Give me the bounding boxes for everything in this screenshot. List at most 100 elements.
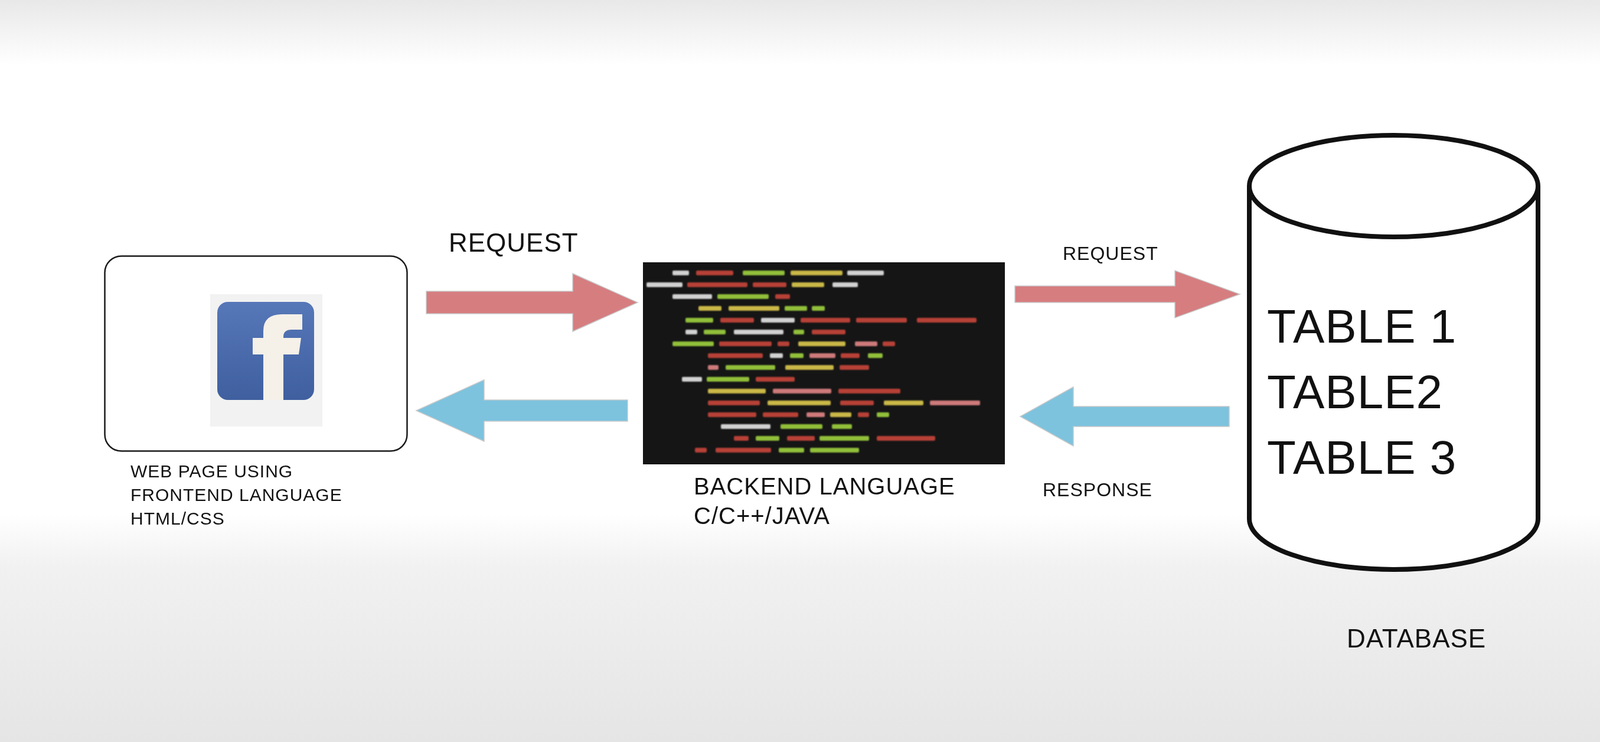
code-line — [728, 305, 780, 311]
code-line — [806, 412, 825, 417]
table-name: TABLE2 — [1267, 358, 1443, 425]
code-line — [715, 447, 772, 453]
code-line — [646, 282, 683, 287]
arrow-label: REQUEST — [1062, 242, 1159, 265]
code-line — [784, 305, 808, 311]
code-line — [687, 282, 748, 287]
code-line — [685, 317, 714, 323]
facebook-logo — [210, 294, 323, 427]
code-line — [791, 282, 825, 287]
code-line — [876, 435, 936, 441]
code-line — [811, 329, 846, 335]
code-line — [777, 341, 790, 346]
code-line — [787, 435, 815, 441]
code-line — [778, 447, 805, 453]
code-line — [755, 376, 795, 382]
code-line — [767, 400, 831, 406]
code-line — [867, 353, 883, 358]
code-line — [831, 423, 852, 429]
code-line — [929, 400, 981, 406]
table-name: TABLE 1 — [1267, 293, 1457, 359]
code-line — [703, 329, 726, 335]
code-line — [830, 412, 852, 417]
block-arrow — [416, 379, 628, 442]
code-line — [681, 376, 702, 382]
code-line — [839, 364, 870, 370]
code-line — [761, 317, 795, 323]
code-line — [809, 353, 836, 358]
node-caption: DATABASE — [1346, 622, 1542, 654]
logo-square — [217, 301, 315, 400]
code-line — [840, 353, 860, 358]
code-line — [810, 447, 860, 453]
code-line — [769, 353, 783, 358]
code-line — [789, 353, 804, 358]
node-caption: BACKEND LANGUAGE C/C++/JAVA — [693, 471, 989, 531]
code-line — [785, 364, 834, 370]
code-line — [672, 270, 690, 276]
cylinder-top — [1249, 135, 1539, 237]
node-caption: WEB PAGE USING FRONTEND LANGUAGE HTML/CS… — [130, 459, 355, 531]
code-line — [742, 270, 785, 276]
code-line — [876, 412, 890, 417]
code-line — [916, 317, 977, 323]
code-line — [762, 412, 799, 417]
code-line — [800, 317, 851, 323]
code-line — [882, 341, 896, 346]
code-screenshot — [642, 262, 1005, 465]
code-line — [883, 400, 924, 406]
code-line — [798, 341, 846, 346]
code-line — [717, 294, 769, 299]
block-arrow — [426, 273, 638, 332]
node-outline — [103, 255, 408, 452]
arrow-label: REQUEST — [448, 226, 579, 259]
code-line — [832, 282, 858, 287]
table-name: TABLE 3 — [1267, 424, 1457, 491]
code-line — [685, 329, 698, 335]
code-line — [780, 423, 823, 429]
arrow-label: RESPONSE — [1042, 478, 1153, 501]
code-line — [840, 400, 874, 406]
code-line — [706, 376, 750, 382]
block-arrow — [1020, 386, 1230, 446]
code-line — [707, 364, 719, 370]
cylinder-body — [1249, 185, 1539, 570]
code-line — [775, 294, 790, 299]
code-line — [720, 317, 754, 323]
code-line — [707, 400, 760, 406]
code-line — [819, 435, 870, 441]
code-line — [752, 282, 787, 287]
code-line — [694, 447, 707, 453]
backend-box: BACKEND LANGUAGE C/C++/JAVA — [642, 262, 1005, 465]
code-line — [733, 435, 749, 441]
code-line — [854, 341, 878, 346]
code-line — [793, 329, 805, 335]
code-lines — [646, 270, 981, 453]
code-line — [733, 329, 784, 335]
logo-backdrop — [210, 294, 323, 427]
node-outline — [642, 262, 1005, 465]
rounded-border — [105, 256, 408, 452]
code-line — [755, 435, 780, 441]
code-line — [790, 270, 843, 276]
code-line — [707, 388, 766, 394]
code-line — [838, 388, 901, 394]
webpage-box: WEB PAGE USING FRONTEND LANGUAGE HTML/CS… — [103, 255, 408, 452]
database-cylinder: TABLE 1TABLE2TABLE 3DATABASE — [1246, 132, 1541, 572]
code-line — [857, 412, 870, 417]
code-line — [856, 317, 907, 323]
code-line — [725, 364, 776, 370]
code-line — [720, 423, 771, 429]
logo-glyph — [252, 314, 303, 400]
code-background — [642, 262, 1005, 465]
code-line — [672, 294, 713, 299]
code-line — [772, 388, 832, 394]
code-line — [707, 353, 763, 358]
code-line — [672, 341, 714, 346]
code-line — [698, 305, 722, 311]
code-line — [847, 270, 884, 276]
code-line — [696, 270, 734, 276]
block-arrow — [1014, 270, 1240, 318]
